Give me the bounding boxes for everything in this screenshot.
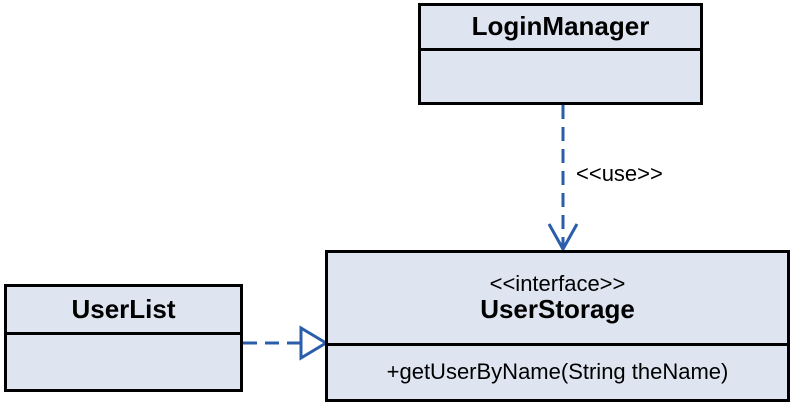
dependency-use-arrowhead [547, 223, 579, 253]
class-operations-compartment: +getUserByName(String theName) [328, 343, 787, 399]
class-box-userstorage[interactable]: <<interface>> UserStorage +getUserByName… [325, 250, 790, 402]
class-attributes-compartment [7, 332, 240, 389]
class-name-label: UserStorage [480, 294, 635, 325]
class-name-compartment: UserList [7, 287, 240, 332]
class-name-compartment: <<interface>> UserStorage [328, 253, 787, 343]
class-box-loginmanager[interactable]: LoginManager [418, 3, 703, 105]
class-attributes-compartment [421, 48, 700, 102]
class-name-label: UserList [71, 293, 176, 324]
realization-arrowhead [299, 325, 329, 361]
dependency-use-label: <<use>> [576, 161, 663, 186]
class-name-label: LoginManager [471, 11, 650, 42]
class-box-userlist[interactable]: UserList [4, 284, 243, 392]
class-operation-item: +getUserByName(String theName) [386, 359, 729, 385]
class-stereotype-label: <<interface>> [489, 271, 626, 297]
class-name-compartment: LoginManager [421, 6, 700, 48]
